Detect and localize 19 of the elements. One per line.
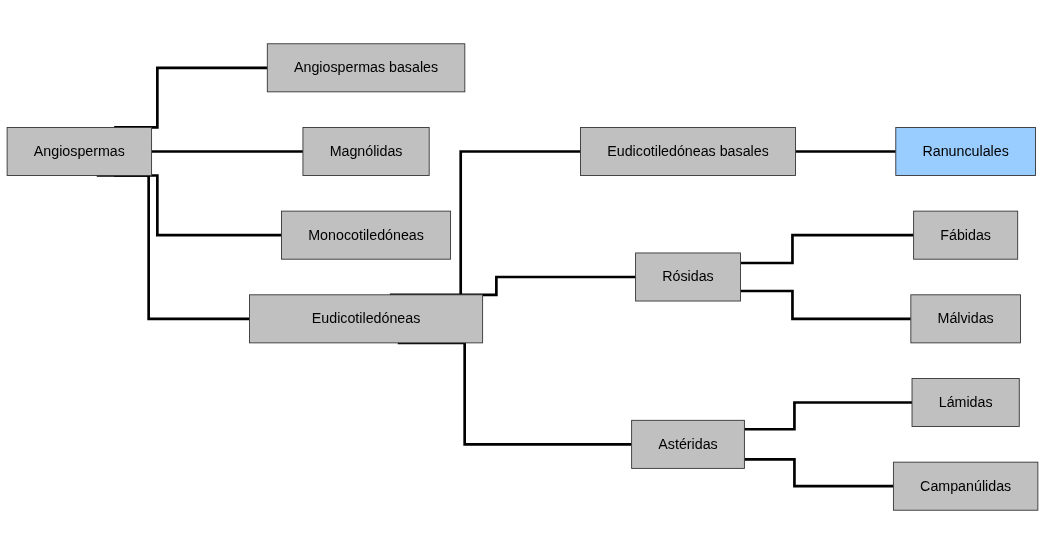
- node-box: Monocotiledóneas: [281, 210, 452, 260]
- connector: [795, 150, 896, 153]
- connector: [151, 150, 303, 153]
- node-box: Lámidas: [911, 378, 1020, 427]
- node-box: Magnólidas: [302, 127, 430, 176]
- node-box: Eudicotiledóneas basales: [580, 127, 796, 176]
- connector: [740, 233, 914, 265]
- node-box: Málvidas: [910, 294, 1021, 344]
- node-box: Campanúlidas: [892, 461, 1039, 511]
- node-box: Astéridas: [631, 419, 745, 469]
- node-box: Rósidas: [635, 252, 741, 302]
- node-box: Angiospermas basales: [266, 43, 466, 93]
- node-box: Eudicotiledóneas: [249, 294, 484, 344]
- connector: [744, 458, 894, 488]
- connector: [744, 401, 912, 431]
- node-box: Fábidas: [913, 210, 1019, 260]
- node-box: Ranunculales: [895, 127, 1036, 176]
- connector: [740, 289, 911, 321]
- node-box: Angiospermas: [6, 127, 153, 176]
